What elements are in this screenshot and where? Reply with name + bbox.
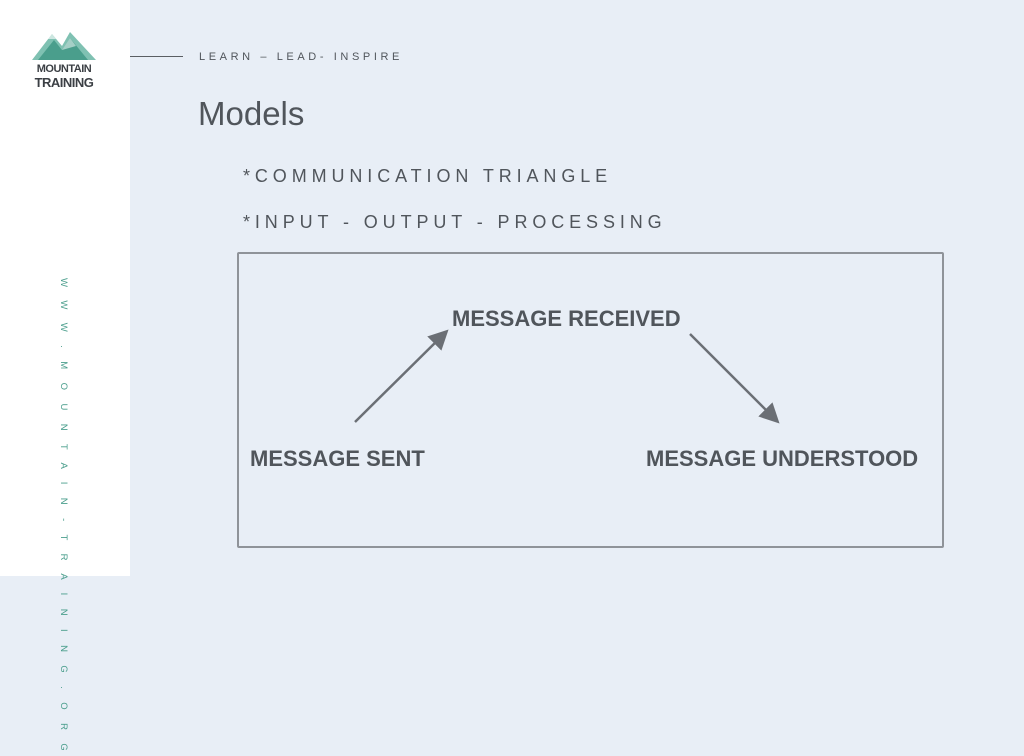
node-message-understood: MESSAGE UNDERSTOOD [646, 446, 919, 471]
bullet-item: *COMMUNICATION TRIANGLE [243, 166, 613, 186]
node-message-received: MESSAGE RECEIVED [452, 306, 681, 331]
diagram-frame [237, 252, 944, 548]
logo-line-1: MOUNTAIN [36, 63, 92, 75]
logo-line-2: TRAINING [34, 75, 94, 90]
sidebar: MOUNTAIN TRAINING W W W . M O U N T A I … [0, 0, 130, 756]
header-rule [130, 56, 183, 57]
bullet-item: *INPUT - OUTPUT - PROCESSING [243, 212, 667, 232]
slide-title: Models [198, 95, 305, 132]
node-message-sent: MESSAGE SENT [250, 446, 425, 471]
website-url: W W W . M O U N T A I N - T R A I N I N … [58, 278, 69, 756]
tagline: LEARN – LEAD- INSPIRE [199, 51, 403, 63]
mountain-icon [32, 32, 96, 60]
mountain-training-logo: MOUNTAIN TRAINING [28, 28, 100, 92]
